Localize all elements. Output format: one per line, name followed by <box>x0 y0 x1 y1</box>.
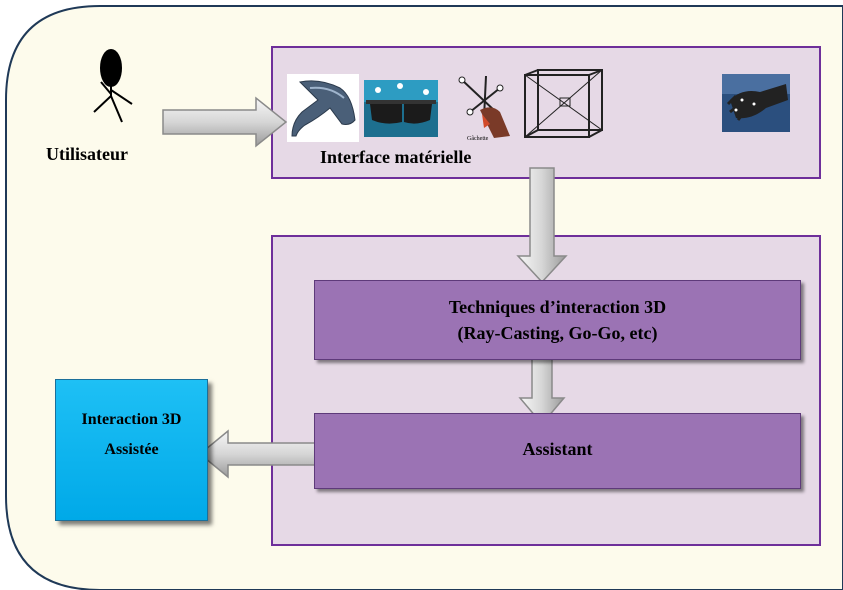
assistant-box: Assistant <box>314 413 801 489</box>
techniques-title: Techniques d’interaction 3D <box>448 297 667 317</box>
techniques-box: Techniques d’interaction 3D (Ray-Casting… <box>314 280 801 360</box>
trigger-caption: Gâchette <box>467 136 489 142</box>
techniques-examples: (Ray-Casting, Go-Go, etc) <box>457 323 658 343</box>
assistant-label: Assistant <box>522 438 593 459</box>
user-label: Utilisateur <box>46 144 128 164</box>
hardware-interface-label: Interface matérielle <box>320 147 472 167</box>
assisted-interaction-line2: Assistée <box>104 441 159 458</box>
assisted-interaction-line1: Interaction 3D <box>81 411 182 428</box>
assisted-interaction-box: Interaction 3D Assistée <box>55 379 208 521</box>
